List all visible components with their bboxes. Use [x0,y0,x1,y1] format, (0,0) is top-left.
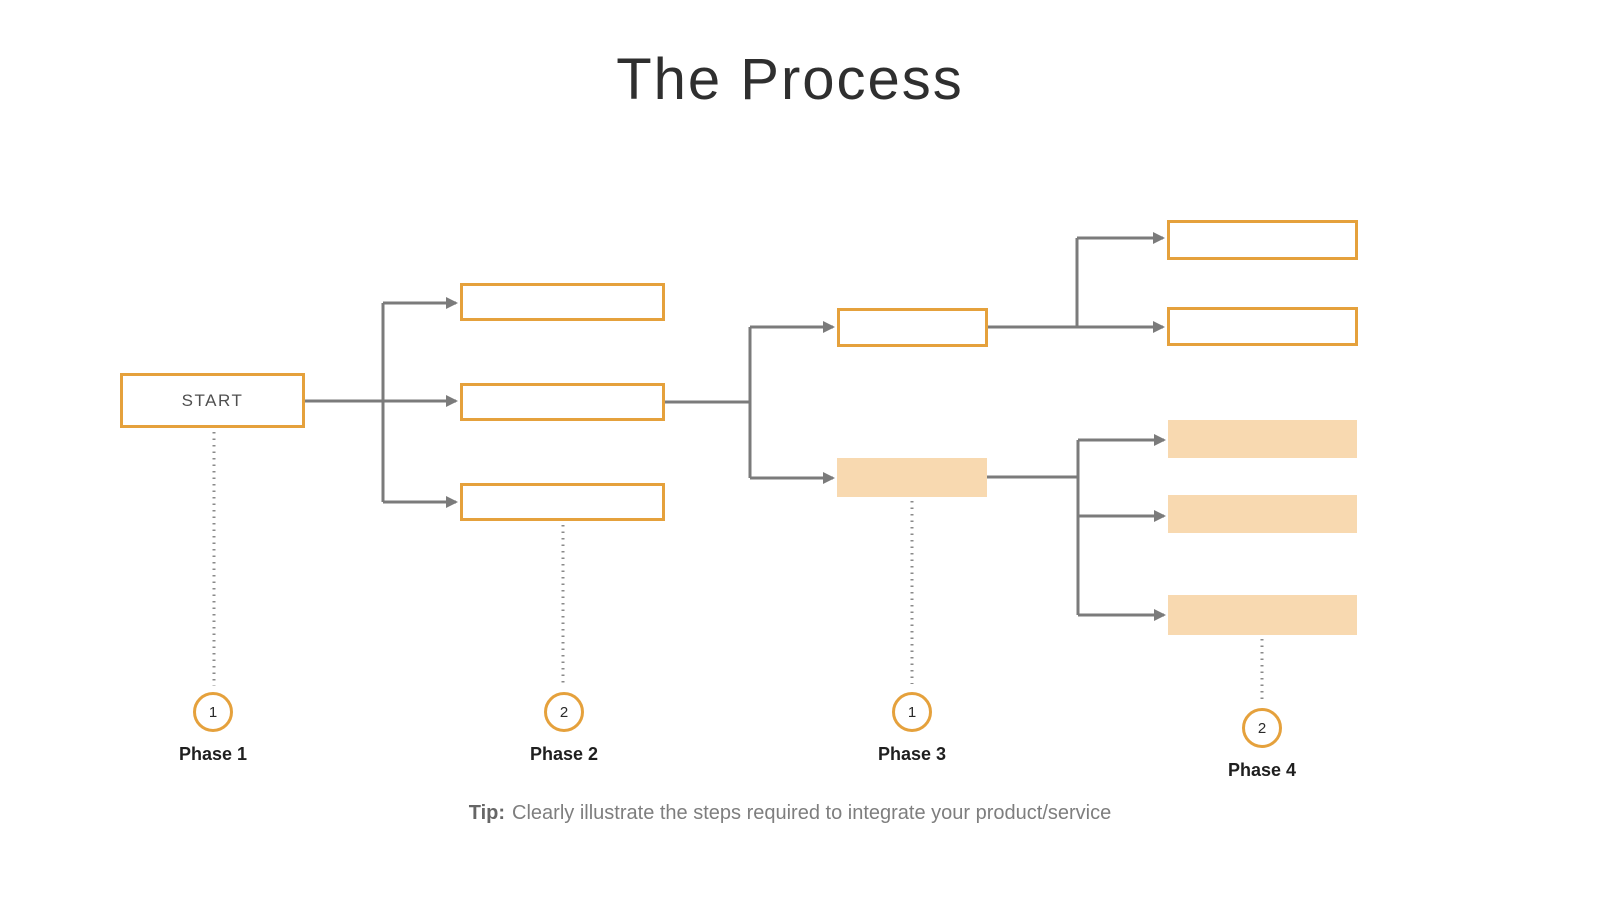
phase4-box-2 [1167,307,1358,346]
phase3-label: Phase 3 [877,744,947,764]
phase4-number-badge: 2 [1242,708,1282,748]
phase4-box-3-filled [1168,420,1357,458]
phase4-box-1 [1167,220,1358,260]
start-box-label: START [181,390,244,410]
tip-prefix: Tip: [468,802,506,824]
start-box: START [120,373,305,428]
phase4-box-5-filled [1168,595,1357,635]
phase3-box-1 [837,308,988,347]
phase2-box-1 [460,283,665,321]
phase3-number-badge: 1 [892,692,932,732]
phase2-number-badge: 2 [544,692,584,732]
phase1-label: Phase 1 [178,744,248,764]
phase4-box-4-filled [1168,495,1357,533]
phase1-number: 1 [208,703,218,721]
phase4-label: Phase 4 [1227,760,1297,780]
phase2-label: Phase 2 [529,744,599,764]
phase2-number: 2 [559,703,569,721]
phase2-box-3 [460,483,665,521]
page-title: The Process [616,47,964,112]
phase3-number: 1 [907,703,917,721]
phase4-number: 2 [1257,719,1267,737]
phase3-box-2-filled [837,458,987,497]
phase2-box-2 [460,383,665,421]
tip-body: Clearly illustrate the steps required to… [512,802,1112,824]
tip-text: Tip: Clearly illustrate the steps require… [0,802,1580,825]
phase1-number-badge: 1 [193,692,233,732]
